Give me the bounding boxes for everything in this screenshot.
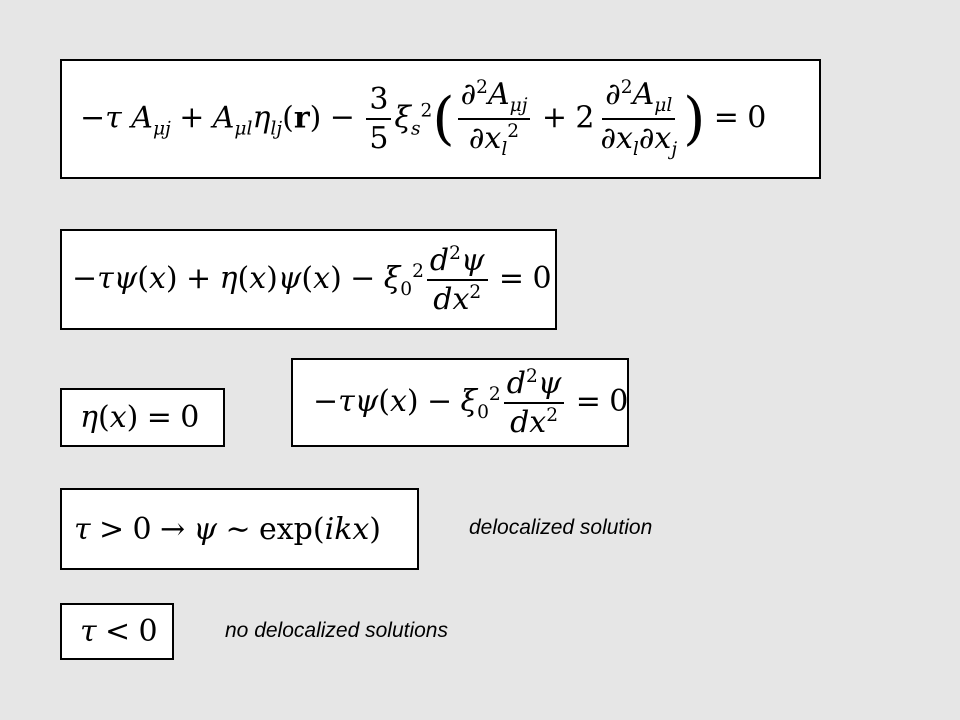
equation-tau-negative: τ<0: [80, 614, 158, 649]
caption-no-delocalized-solutions: no delocalized solutions: [225, 619, 448, 642]
caption-delocalized-solution: delocalized solution: [469, 516, 653, 539]
equation-tau-positive: τ>0→ψ∼exp(ikx): [74, 511, 382, 547]
equation-eta-zero: η(x)=0: [80, 400, 200, 435]
equation-box-eta-zero: η(x)=0: [60, 388, 225, 447]
equation-box-tau-negative: τ<0: [60, 603, 174, 660]
equation-box-tau-positive: τ>0→ψ∼exp(ikx): [60, 488, 419, 570]
